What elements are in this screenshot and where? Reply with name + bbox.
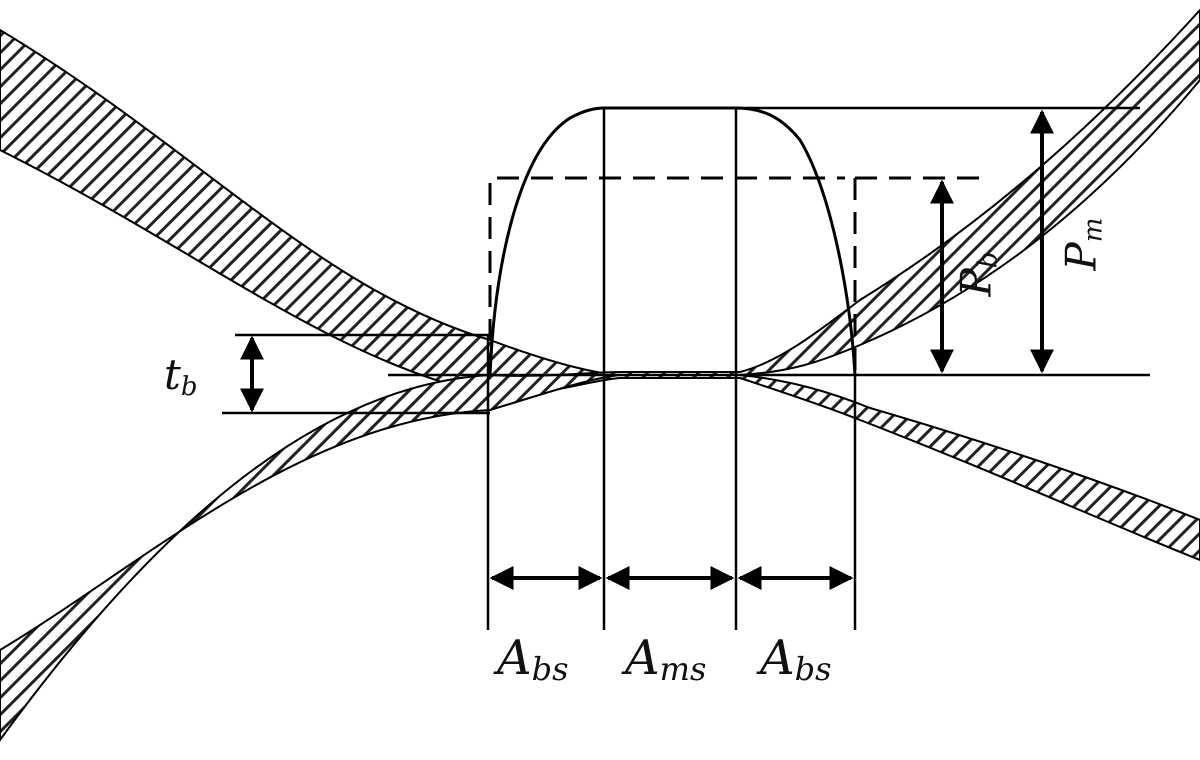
pm-label: Pm [1056, 217, 1109, 271]
pb-label: Pb [951, 251, 1004, 297]
pb-dashed-rectangle [488, 176, 985, 375]
abs-left-label: Abs [497, 630, 569, 688]
tb-label: tb [164, 350, 198, 402]
pressure-curve [488, 106, 857, 376]
ams-label: Ams [625, 630, 707, 688]
abs-right-label: Abs [760, 630, 832, 688]
